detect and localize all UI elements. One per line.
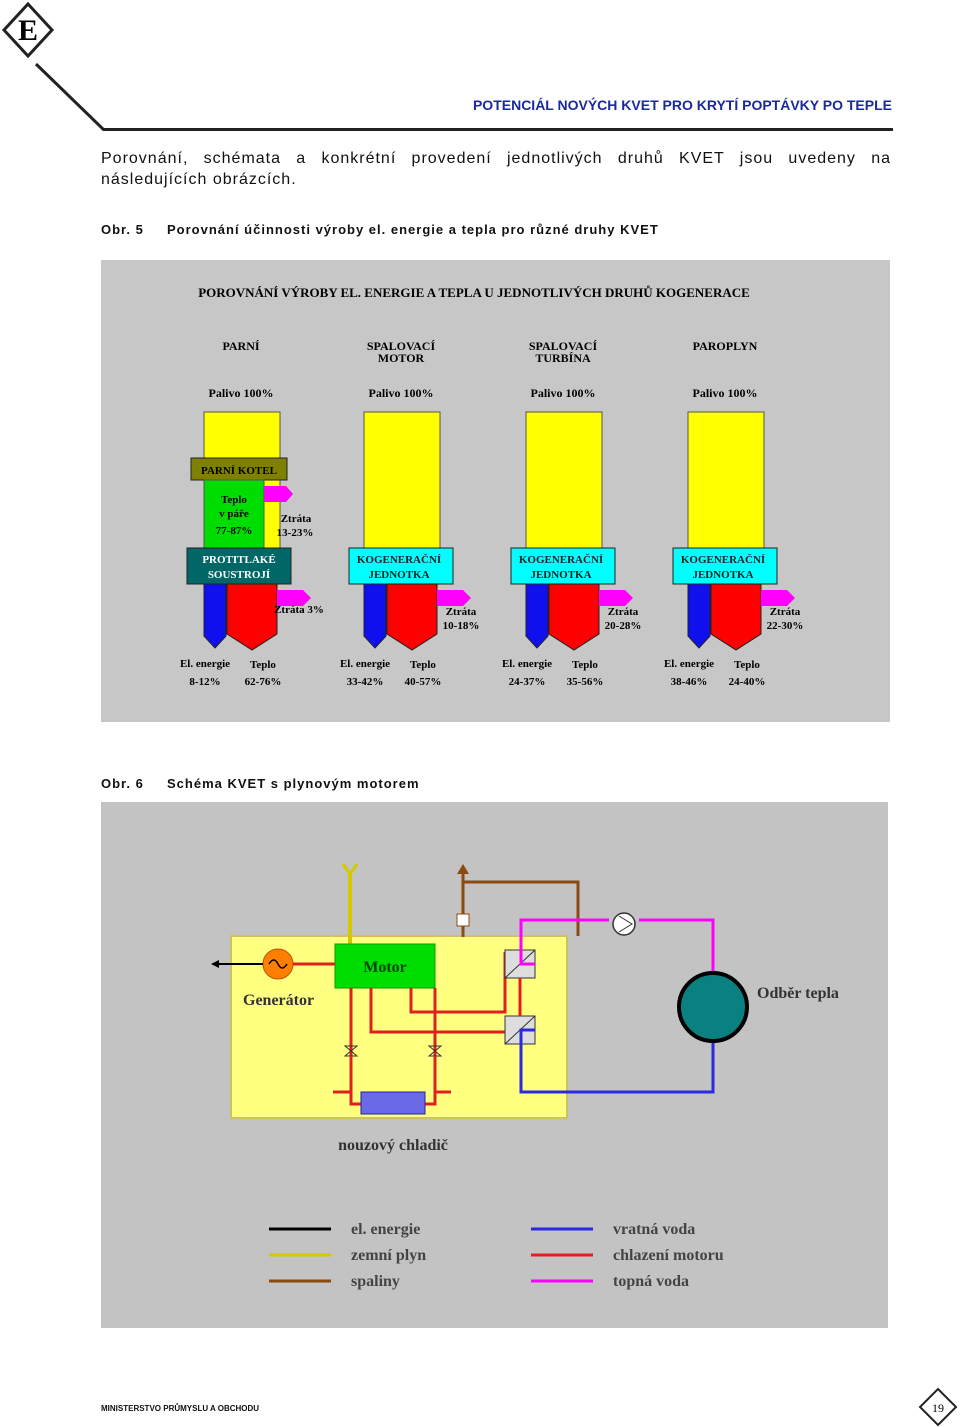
heat-label: Teplo	[734, 659, 760, 671]
heat-consumer-icon	[677, 971, 749, 1043]
loss-arrow-2	[599, 590, 633, 606]
pump-icon	[612, 912, 636, 936]
unit-label-2: JEDNOTKA	[530, 569, 591, 581]
el-label: El. energie	[340, 658, 390, 670]
fuel-bar	[525, 411, 603, 553]
el-value: 24-37%	[509, 676, 546, 688]
emergency-cooler-icon	[360, 1091, 426, 1115]
column-title: SPALOVACÍ	[367, 339, 436, 353]
loss-value-2: 10-18%	[443, 620, 480, 632]
figure-6-caption-text: Schéma KVET s plynovým motorem	[167, 776, 420, 791]
legend-label: vratná voda	[613, 1221, 695, 1238]
heat-label: Teplo	[410, 659, 436, 671]
intro-paragraph: Porovnání, schémata a konkrétní proveden…	[101, 150, 891, 188]
figure-6-caption: Obr. 6 Schéma KVET s plynovým motorem	[101, 776, 420, 791]
loss-arrow-2	[437, 590, 471, 606]
motor-label: Motor	[363, 959, 407, 976]
column-title: PAROPLYN	[693, 339, 758, 353]
legend-label: spaliny	[351, 1273, 400, 1290]
fuel-bar	[687, 411, 765, 553]
loss-label-2: Ztráta	[770, 606, 801, 618]
el-arrow	[687, 583, 711, 649]
fuel-label: Palivo 100%	[369, 386, 434, 400]
unit-label: PROTITLAKÉ	[202, 554, 275, 566]
legend-label: chlazení motoru	[613, 1247, 724, 1264]
column-title-2: TURBÍNA	[535, 351, 591, 365]
el-label: El. energie	[180, 658, 230, 670]
loss-value-2: 20-28%	[605, 620, 642, 632]
loss-arrow-2	[277, 590, 311, 606]
heat-arrow	[386, 583, 438, 651]
loss-arrow	[264, 486, 293, 502]
heat-label: Teplo	[572, 659, 598, 671]
logo-icon: E	[1, 1, 106, 132]
loss-value-2: Ztráta 3%	[274, 604, 324, 616]
figure-5-caption: Obr. 5 Porovnání účinnosti výroby el. ene…	[101, 222, 659, 237]
el-arrow	[363, 583, 387, 649]
fuel-label: Palivo 100%	[209, 386, 274, 400]
el-value: 8-12%	[189, 676, 220, 688]
unit-label-2: JEDNOTKA	[692, 569, 753, 581]
loss-value: 13-23%	[277, 527, 314, 539]
header-rule	[103, 128, 893, 131]
el-value: 38-46%	[671, 676, 708, 688]
el-value: 33-42%	[347, 676, 384, 688]
column-title-2: MOTOR	[378, 351, 425, 365]
logo-letter: E	[18, 14, 38, 47]
cooler-label: nouzový chladič	[338, 1137, 448, 1154]
footer-ministry: MINISTERSTVO PRŮMYSLU A OBCHODU	[101, 1404, 260, 1413]
heat-arrow	[710, 583, 762, 651]
heat-value: 35-56%	[567, 676, 604, 688]
legend-label: topná voda	[613, 1273, 689, 1290]
heat-consumer-label: Odběr tepla	[757, 985, 839, 1002]
unit-label: KOGENERAČNÍ	[357, 553, 441, 566]
efficiency-comparison-figure: POROVNÁNÍ VÝROBY EL. ENERGIE A TEPLA U J…	[101, 260, 890, 722]
fuel-label: Palivo 100%	[693, 386, 758, 400]
unit-box	[186, 547, 292, 585]
fuel-label: Palivo 100%	[531, 386, 596, 400]
steam-bar	[203, 479, 265, 549]
el-arrow	[203, 583, 227, 649]
el-arrow	[525, 583, 549, 649]
heat-value: 40-57%	[405, 676, 442, 688]
unit-box	[510, 547, 616, 585]
figure-5-caption-text: Porovnání účinnosti výroby el. energie a…	[167, 222, 659, 237]
boiler-label: PARNÍ KOTEL	[201, 465, 277, 477]
loss-label-2: Ztráta	[446, 606, 477, 618]
unit-label-2: JEDNOTKA	[368, 569, 429, 581]
fuel-bar	[363, 411, 441, 553]
figure-5-title: POROVNÁNÍ VÝROBY EL. ENERGIE A TEPLA U J…	[198, 285, 750, 300]
column-title: PARNÍ	[222, 339, 259, 353]
legend-label: zemní plyn	[351, 1247, 426, 1264]
chp-gas-motor-schema: Motor Generátor nouzový chladič Odběr te…	[101, 802, 888, 1328]
loss-arrow-2	[761, 590, 795, 606]
legend-label: el. energie	[351, 1221, 420, 1238]
generator-label: Generátor	[243, 992, 314, 1009]
page-number-badge: 19	[918, 1387, 958, 1427]
heat-arrow	[226, 583, 278, 651]
steam-label-2: v páře	[219, 508, 249, 520]
loss-value-2: 22-30%	[767, 620, 804, 632]
heat-arrow	[548, 583, 600, 651]
page-number: 19	[932, 1401, 944, 1415]
figure-5-number: Obr. 5	[101, 222, 144, 237]
steam-value: 77-87%	[216, 525, 253, 537]
loss-label: Ztráta	[281, 513, 312, 525]
el-label: El. energie	[664, 658, 714, 670]
el-label: El. energie	[502, 658, 552, 670]
motor-block	[334, 943, 436, 989]
figure-6-number: Obr. 6	[101, 776, 144, 791]
column-title: SPALOVACÍ	[529, 339, 598, 353]
heat-value: 62-76%	[245, 676, 282, 688]
header-title: POTENCIÁL NOVÝCH KVET PRO KRYTÍ POPTÁVKY…	[472, 97, 892, 113]
loss-label-2: Ztráta	[608, 606, 639, 618]
heat-label: Teplo	[250, 659, 276, 671]
unit-label: KOGENERAČNÍ	[519, 553, 603, 566]
unit-label: KOGENERAČNÍ	[681, 553, 765, 566]
unit-label-2: SOUSTROJÍ	[208, 569, 270, 581]
steam-label: Teplo	[221, 494, 247, 506]
heat-value: 24-40%	[729, 676, 766, 688]
